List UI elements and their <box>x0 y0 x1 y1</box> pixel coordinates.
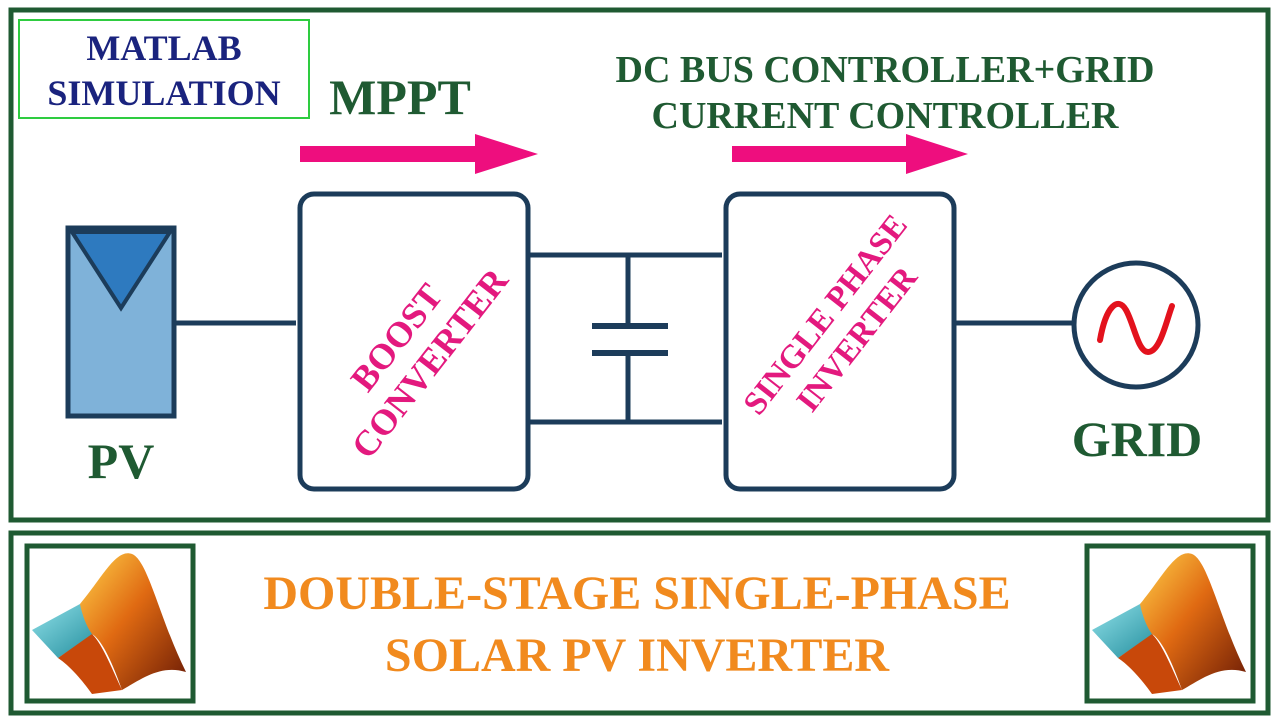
dc-bus-label-line-2: CURRENT CONTROLLER <box>652 95 1120 137</box>
single-phase-inverter-block <box>723 191 957 492</box>
dc-bus-label-line-1: DC BUS CONTROLLER+GRID <box>616 49 1155 91</box>
grid-ac-source-icon <box>1071 260 1201 390</box>
upper-panel-frame <box>8 7 1271 523</box>
boost-converter-block <box>297 191 531 492</box>
mppt-arrow <box>300 134 538 174</box>
pv-label: PV <box>88 433 155 489</box>
pv-panel-icon <box>65 225 177 419</box>
matlab-logo-right <box>1084 543 1256 704</box>
matlab-simulation-badge <box>18 19 310 119</box>
badge-line-2: SIMULATION <box>47 73 280 113</box>
title-line-2: SOLAR PV INVERTER <box>385 629 891 682</box>
dc-bus-arrow <box>732 134 968 174</box>
grid-label: GRID <box>1072 411 1203 467</box>
matlab-logo-left <box>24 543 196 704</box>
lower-panel-frame <box>8 530 1271 716</box>
mppt-label: MPPT <box>329 69 471 125</box>
title-line-1: DOUBLE-STAGE SINGLE-PHASE <box>263 567 1010 620</box>
circuit-wires <box>176 252 1072 425</box>
badge-line-1: MATLAB <box>86 28 241 68</box>
dc-link-capacitor-icon <box>592 323 668 356</box>
